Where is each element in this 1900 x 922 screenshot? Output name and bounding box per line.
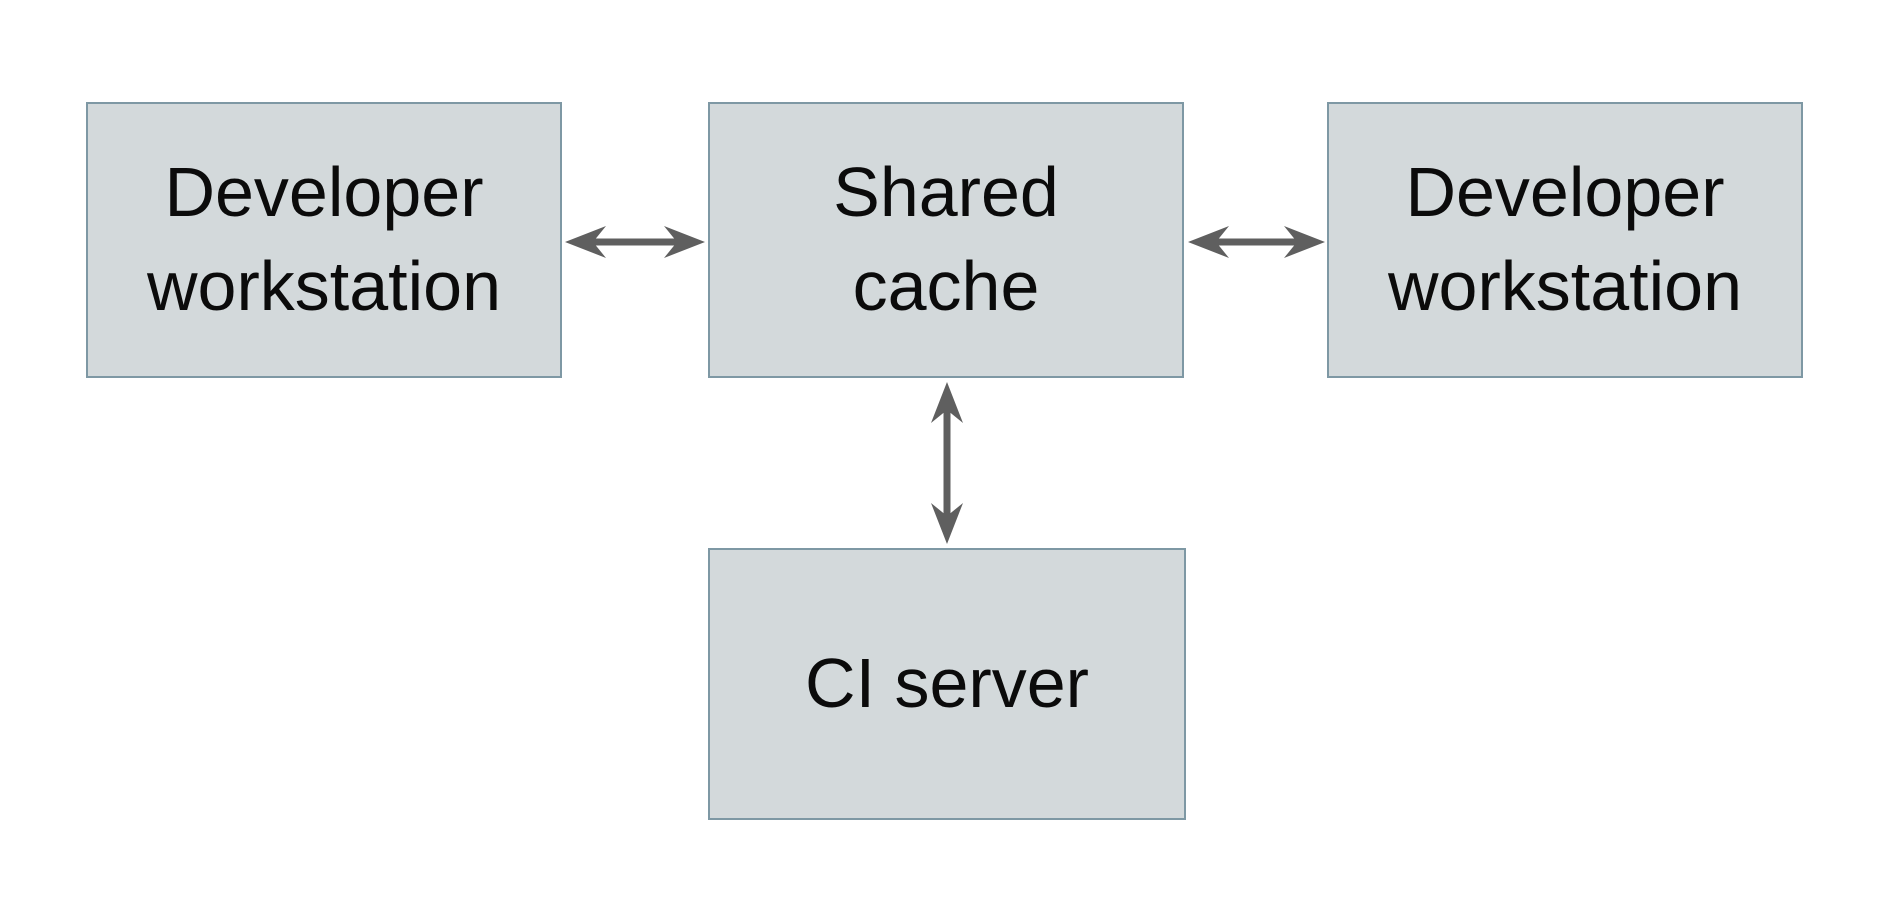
bidirectional-arrow-right [1186,224,1327,260]
node-label: Developer workstation [1387,153,1743,325]
node-label: CI server [805,644,1089,723]
bidirectional-arrow-left [563,224,707,260]
bidirectional-arrow-down [929,380,965,546]
node-label: Shared cache [833,153,1059,325]
node-label: Developer workstation [146,153,502,325]
node-developer-workstation-left: Developer workstation [86,102,562,378]
node-shared-cache: Shared cache [708,102,1184,378]
node-ci-server: CI server [708,548,1186,820]
node-developer-workstation-right: Developer workstation [1327,102,1803,378]
